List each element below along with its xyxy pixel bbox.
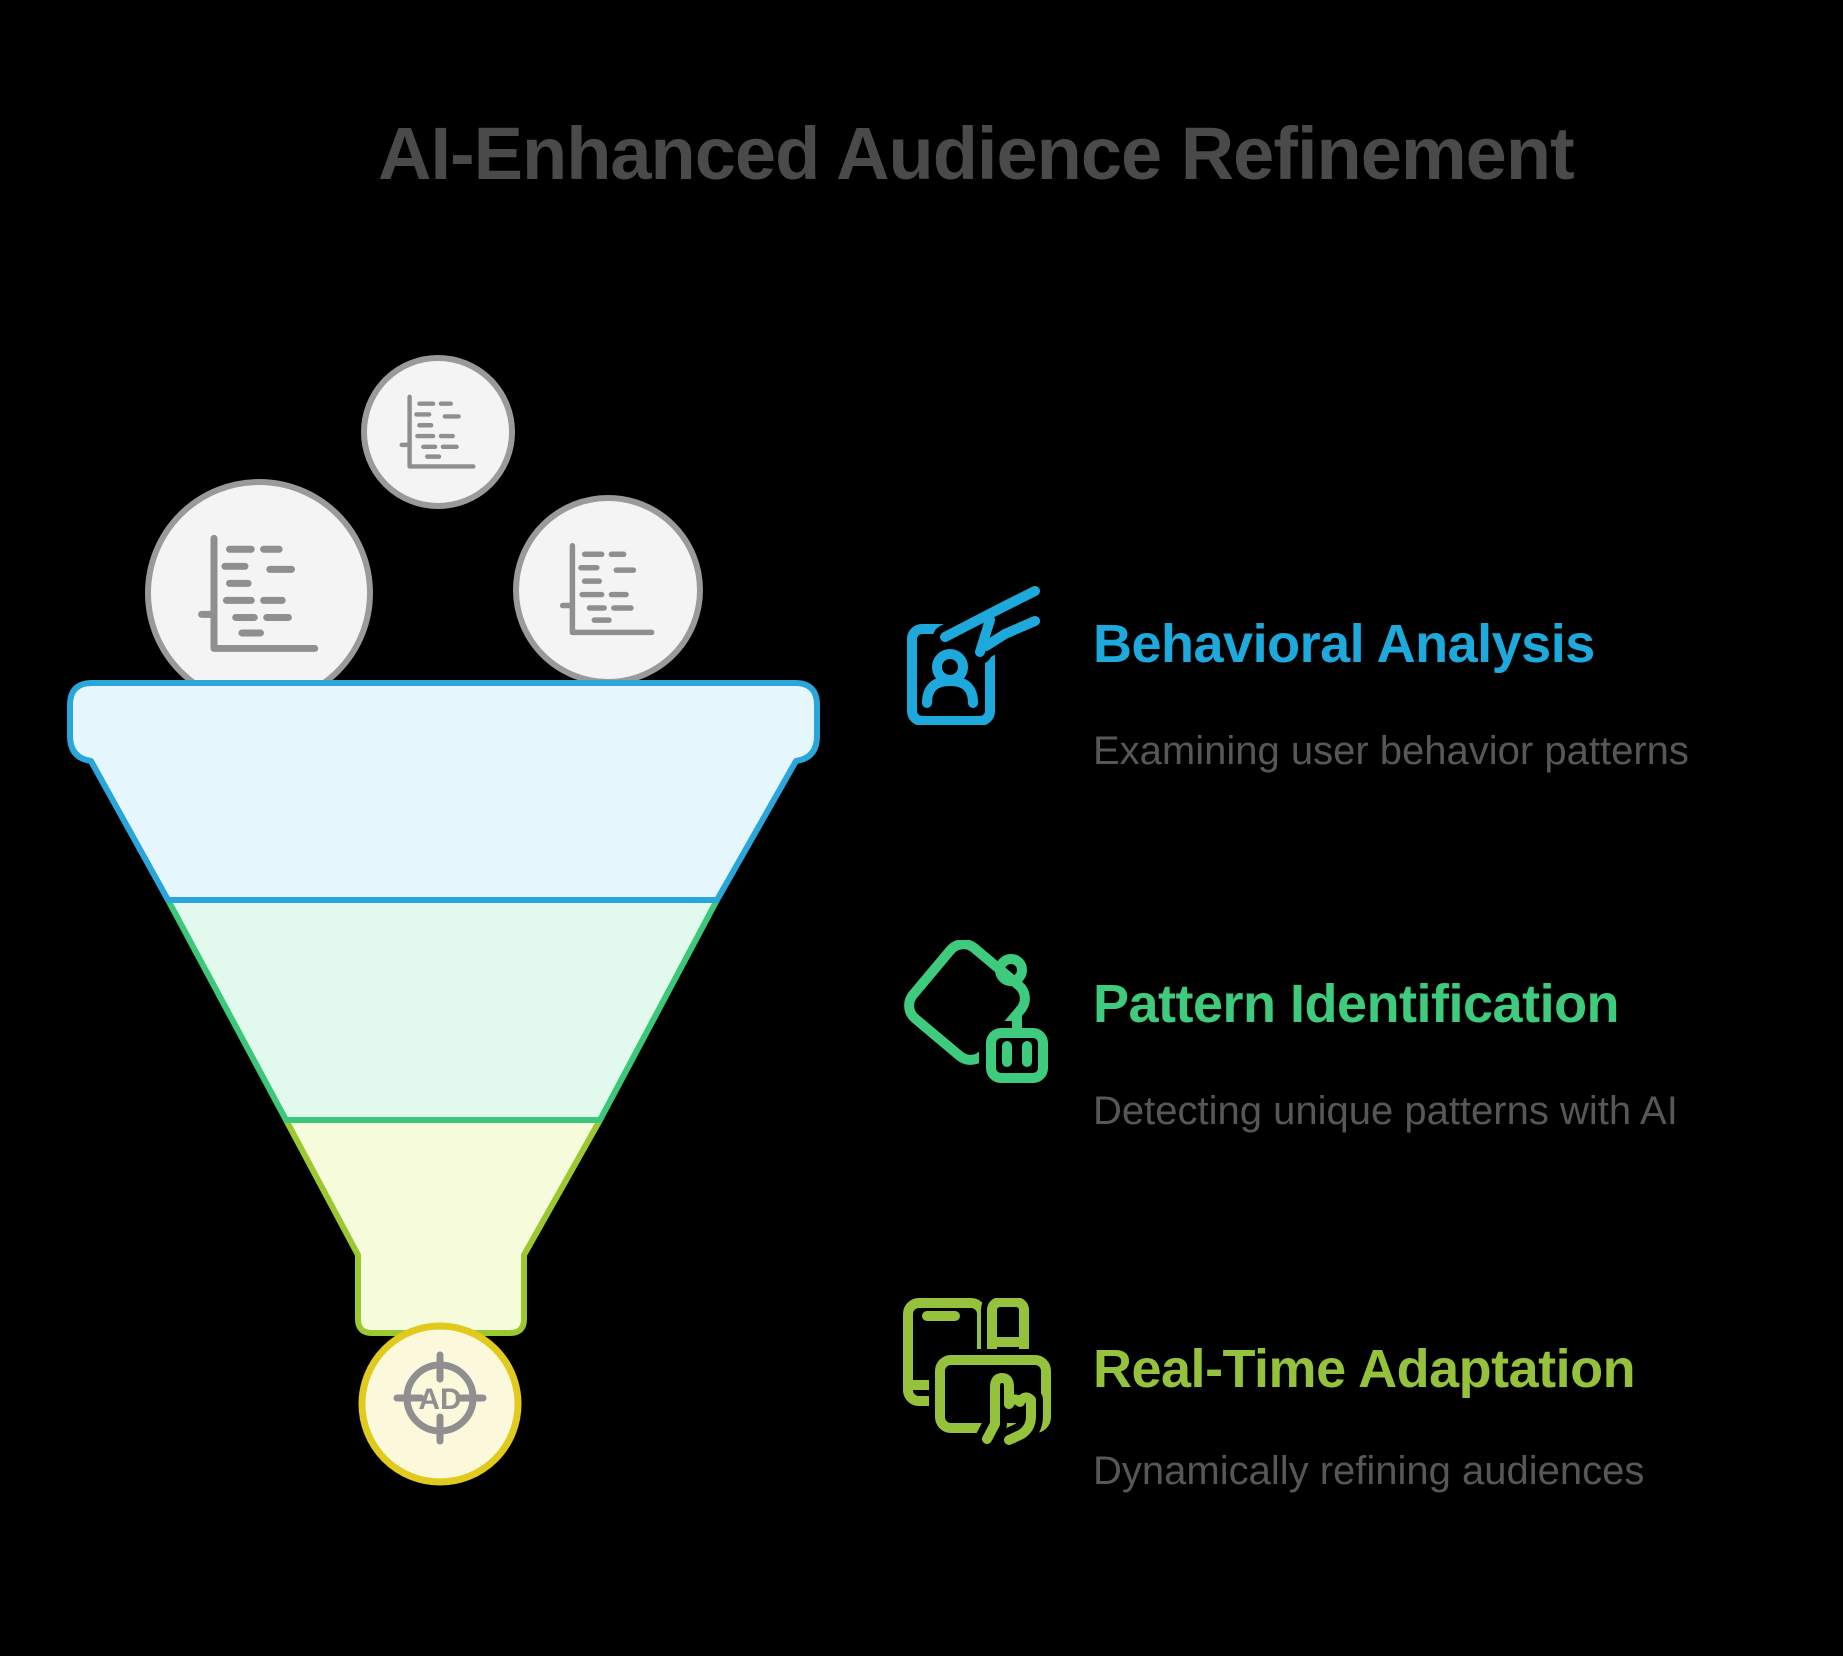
funnel-stage-bottom [283,1117,603,1336]
item-title: Behavioral Analysis [1093,614,1595,674]
item-description: Detecting unique patterns with AI [1093,1089,1678,1133]
data-bubble-top [361,355,515,509]
price-tag-robot-icon [904,940,1053,1090]
item-description: Examining user behavior patterns [1093,729,1689,773]
ad-output-circle: AD [358,1322,522,1486]
devices-tap-icon [903,1298,1053,1448]
item-title: Pattern Identification [1093,974,1620,1034]
data-bubble-left [145,479,373,707]
funnel-diagram: AD [0,0,900,1560]
data-bubble-right [513,495,703,685]
ad-label: AD [418,1383,461,1416]
funnel-stage-top [67,680,820,903]
funnel-stage-middle [165,897,720,1123]
ad-target-icon [393,1351,487,1445]
item-description: Dynamically refining audiences [1093,1449,1645,1493]
page-title: AI-Enhanced Audience Refinement [378,112,1575,195]
id-badge-hand-icon [907,579,1047,725]
item-title: Real-Time Adaptation [1093,1339,1636,1399]
